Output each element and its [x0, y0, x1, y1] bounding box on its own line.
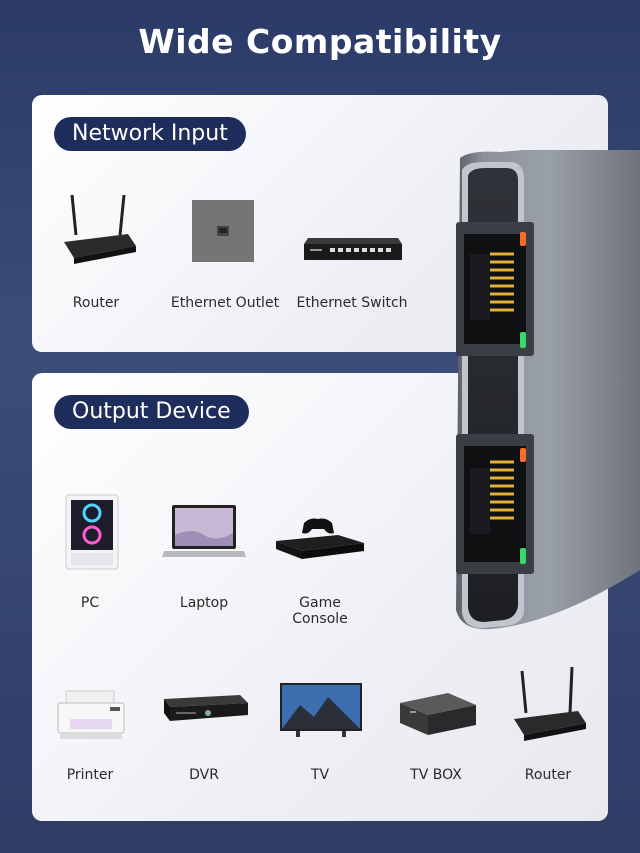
ethernet-adapter-image — [456, 150, 640, 630]
laptop-icon — [162, 505, 246, 557]
dvr-icon — [164, 695, 248, 721]
output-item-label: DVR — [189, 767, 219, 783]
output-item-label: TV — [310, 767, 330, 783]
tv-icon — [280, 683, 362, 737]
output-item-router: Router — [498, 665, 598, 793]
output-item-printer: Printer — [40, 673, 140, 793]
router-icon — [64, 194, 136, 264]
output-item-label: TV BOX — [410, 767, 462, 783]
output-item-pc: PC — [40, 491, 140, 631]
output-item-label: Game Console — [292, 595, 348, 627]
output-item-dvr: DVR — [154, 673, 254, 793]
game-console-icon — [276, 518, 364, 559]
output-item-label: Router — [524, 767, 572, 783]
ethernet-outlet-icon — [192, 200, 254, 262]
printer-icon — [57, 690, 125, 739]
network-item-router: Router — [46, 190, 146, 311]
output-item-tv-box: TV BOX — [386, 673, 486, 793]
output-item-tv: TV — [270, 673, 370, 793]
tv-box-icon — [400, 693, 476, 735]
network-input-heading: Network Input — [54, 117, 246, 151]
pc-icon — [65, 494, 119, 570]
output-item-laptop: Laptop — [154, 491, 254, 631]
ethernet-port-2 — [456, 434, 534, 574]
network-item-ethernet-switch: Ethernet Switch — [294, 190, 410, 311]
output-item-label: Laptop — [179, 595, 229, 611]
output-item-game-console: Game Console — [270, 491, 370, 631]
output-item-label: Printer — [66, 767, 114, 783]
ethernet-switch-icon — [304, 238, 402, 260]
output-device-heading: Output Device — [54, 395, 249, 429]
router-icon — [514, 666, 586, 741]
ethernet-port-1 — [456, 222, 534, 356]
network-item-label: Ethernet Switch — [296, 295, 408, 311]
page-title: Wide Compatibility — [138, 22, 502, 61]
output-item-label: PC — [80, 595, 100, 611]
network-item-ethernet-outlet: Ethernet Outlet — [170, 190, 280, 311]
network-item-label: Ethernet Outlet — [170, 295, 280, 311]
network-item-label: Router — [72, 295, 120, 311]
